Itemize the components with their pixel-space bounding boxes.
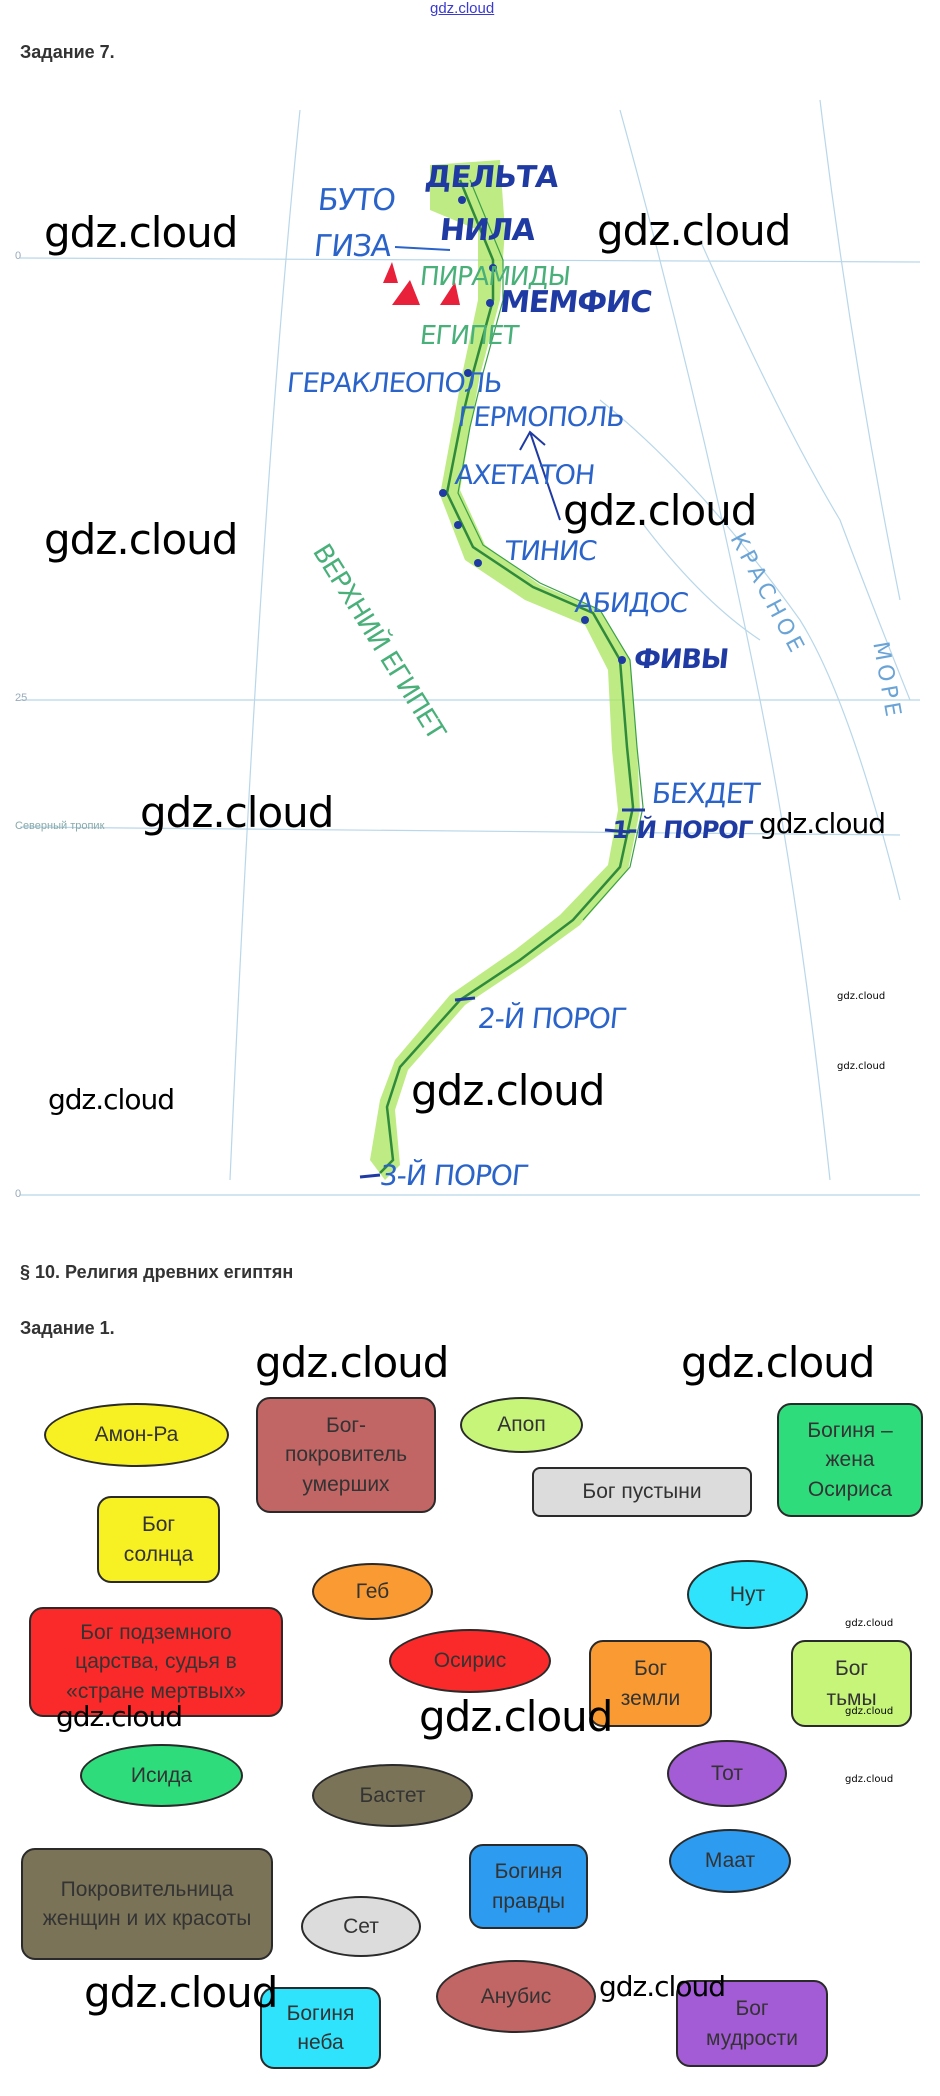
nile-river-bank bbox=[457, 179, 644, 921]
watermark: gdz.cloud bbox=[44, 208, 238, 257]
god-card-thoth[interactable]: Тот bbox=[667, 1740, 787, 1807]
map-label-thinis: ТИНИС bbox=[503, 536, 598, 567]
watermark: gdz.cloud bbox=[599, 1970, 726, 2003]
watermark: gdz.cloud bbox=[48, 1083, 175, 1116]
map-label-hermopolis: ГЕРМОПОЛЬ bbox=[456, 402, 626, 433]
watermark: gdz.cloud bbox=[84, 1968, 278, 2017]
map-label-memphis: МЕМФИС bbox=[498, 285, 653, 320]
latitude-label: 0 bbox=[15, 250, 22, 262]
arrow-icon bbox=[519, 430, 561, 521]
task1-title: Задание 1. bbox=[20, 1318, 115, 1338]
desc-card-earth-god[interactable]: Бог земли bbox=[589, 1640, 712, 1727]
map-grid-lines bbox=[19, 99, 921, 1196]
nile-valley-highlight bbox=[370, 160, 640, 1180]
watermark: gdz.cloud bbox=[681, 1338, 875, 1387]
god-card-isis[interactable]: Исида bbox=[80, 1744, 243, 1807]
god-card-amon-ra[interactable]: Амон-Ра bbox=[44, 1403, 229, 1467]
giza-pointer bbox=[394, 246, 451, 251]
watermark: gdz.cloud bbox=[597, 206, 791, 255]
map-label-akhetaten: АХЕТАТОН bbox=[453, 460, 596, 491]
watermark: gdz.cloud bbox=[845, 1618, 894, 1629]
section-title: § 10. Религия древних египтян bbox=[20, 1262, 294, 1282]
god-card-maat[interactable]: Маат bbox=[669, 1829, 791, 1893]
desc-card-desert-god[interactable]: Бог пустыни bbox=[532, 1467, 752, 1517]
pyramid-icons bbox=[383, 262, 460, 305]
god-card-set[interactable]: Сет bbox=[301, 1896, 421, 1957]
cataract-marks bbox=[359, 808, 645, 1179]
god-card-nut[interactable]: Нут bbox=[687, 1560, 808, 1629]
watermark: gdz.cloud bbox=[255, 1338, 449, 1387]
map-label-buto: БУТО bbox=[316, 183, 397, 218]
desc-card-wisdom-god[interactable]: Бог мудрости bbox=[676, 1980, 828, 2067]
watermark: gdz.cloud bbox=[837, 1061, 886, 1072]
god-card-osiris[interactable]: Осирис bbox=[389, 1629, 551, 1693]
map-label-abydos: АБИДОС bbox=[573, 588, 690, 619]
god-card-geb[interactable]: Геб bbox=[312, 1563, 433, 1620]
watermark: gdz.cloud bbox=[140, 788, 334, 837]
desc-card-women-patron[interactable]: Покровительница женщин и их красоты bbox=[21, 1848, 273, 1960]
god-card-bastet[interactable]: Бастет bbox=[312, 1764, 473, 1827]
map-label-egypt-lower: ЕГИПЕТ bbox=[418, 321, 520, 351]
tropic-label: Северный тропик bbox=[15, 820, 105, 832]
desc-card-osiris-wife[interactable]: Богиня – жена Осириса bbox=[777, 1403, 923, 1517]
god-card-apop[interactable]: Апоп bbox=[460, 1397, 583, 1453]
map-label-behdet: БЕХДЕТ bbox=[650, 777, 761, 810]
desc-card-sun-god[interactable]: Бог солнца bbox=[97, 1496, 220, 1583]
map-label-cataract-2: 2-Й ПОРОГ bbox=[476, 1002, 628, 1035]
map-label-thebes: ФИВЫ bbox=[632, 644, 730, 675]
map-label-herakleopolis: ГЕРАКЛЕОПОЛЬ bbox=[285, 368, 504, 399]
map-label-nila: НИЛА bbox=[438, 213, 537, 248]
site-link[interactable]: gdz.cloud bbox=[430, 0, 495, 17]
desc-card-truth-goddess[interactable]: Богиня правды bbox=[469, 1844, 588, 1929]
watermark: gdz.cloud bbox=[411, 1066, 605, 1115]
watermark: gdz.cloud bbox=[563, 486, 757, 535]
map-label-delta: ДЕЛЬТА bbox=[423, 160, 560, 195]
map-label-cataract-1: 1-Й ПОРОГ bbox=[610, 816, 754, 844]
nile-river bbox=[379, 179, 635, 1174]
watermark: gdz.cloud bbox=[44, 515, 238, 564]
watermark: gdz.cloud bbox=[837, 991, 886, 1002]
desc-card-underworld-judge[interactable]: Бог подземного царства, судья в «стране … bbox=[29, 1607, 283, 1717]
task7-title: Задание 7. bbox=[20, 42, 115, 62]
watermark: gdz.cloud bbox=[845, 1774, 894, 1785]
watermark: gdz.cloud bbox=[56, 1700, 183, 1733]
map-label-cataract-3: 3-Й ПОРОГ bbox=[378, 1159, 530, 1192]
map-drawing bbox=[19, 99, 921, 1196]
latitude-label: 0 bbox=[15, 1188, 22, 1200]
god-card-anubis[interactable]: Анубис bbox=[436, 1960, 596, 2033]
desc-card-sky-goddess[interactable]: Богиня неба bbox=[260, 1987, 381, 2069]
latitude-label: 25 bbox=[15, 692, 28, 704]
watermark: gdz.cloud bbox=[845, 1706, 894, 1717]
watermark: gdz.cloud bbox=[419, 1692, 613, 1741]
watermark: gdz.cloud bbox=[759, 807, 886, 840]
desc-card-patron-of-dead[interactable]: Бог-покровитель умерших bbox=[256, 1397, 436, 1513]
map-label-giza: ГИЗА bbox=[312, 229, 393, 264]
city-dots bbox=[439, 196, 626, 664]
desc-card-darkness-god[interactable]: Бог тьмы bbox=[791, 1640, 912, 1727]
